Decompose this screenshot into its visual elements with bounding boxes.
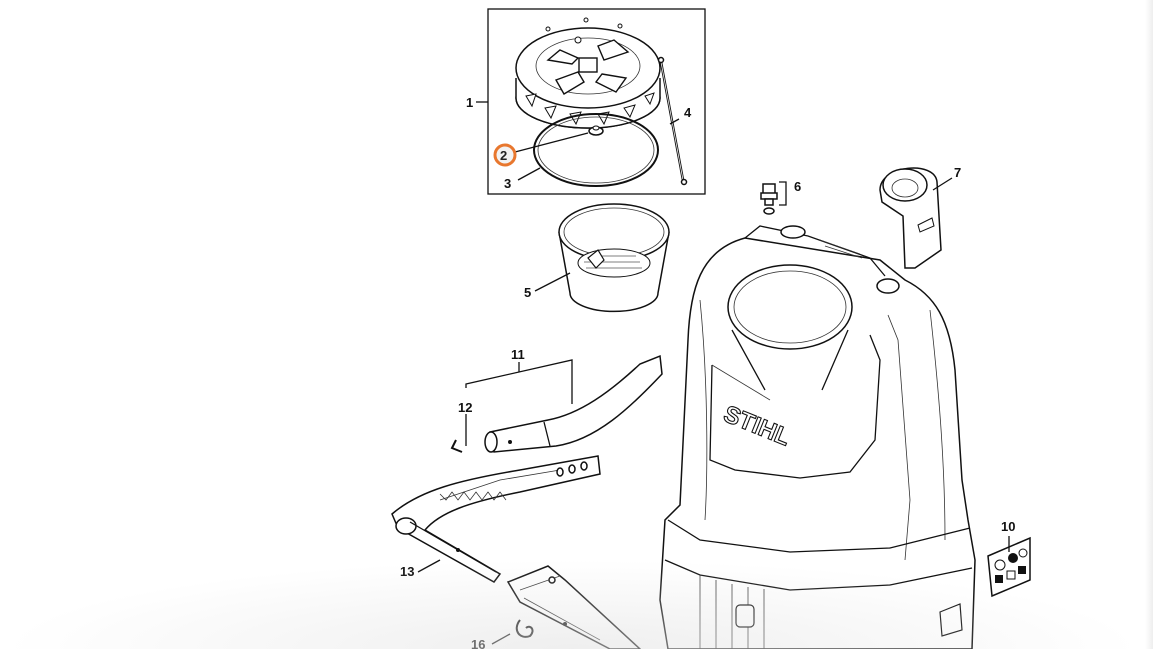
callout-10[interactable]: 10 — [1001, 519, 1015, 534]
callout-5[interactable]: 5 — [524, 285, 531, 300]
part-12-pin[interactable] — [450, 414, 467, 453]
part-10-label[interactable] — [987, 536, 1031, 598]
callout-6[interactable]: 6 — [794, 179, 801, 194]
part-13-strap[interactable] — [391, 455, 601, 583]
callout-11[interactable]: 11 — [511, 347, 525, 362]
callout-2[interactable]: 2 — [500, 148, 507, 163]
callout-4[interactable]: 4 — [684, 105, 692, 120]
part-6-fitting[interactable] — [760, 181, 787, 215]
lid-assembly-inset — [476, 8, 706, 195]
part-3-seal-ring[interactable] — [533, 113, 659, 187]
callout-1[interactable]: 1 — [466, 95, 473, 110]
part-16-handle-clip[interactable] — [491, 565, 642, 649]
part-4-rod[interactable] — [657, 56, 688, 186]
callout-16[interactable]: 16 — [471, 637, 485, 649]
callout-12[interactable]: 12 — [458, 400, 472, 415]
part-11-tube[interactable] — [465, 354, 663, 453]
callout-3[interactable]: 3 — [504, 176, 511, 191]
callout-7[interactable]: 7 — [954, 165, 961, 180]
part-1-lid[interactable] — [515, 17, 661, 129]
tank-body[interactable]: STIHL — [659, 225, 976, 649]
callout-2-highlight[interactable]: 2 — [493, 143, 517, 167]
part-2-valve[interactable] — [588, 125, 604, 136]
scrollbar-track — [1145, 0, 1153, 649]
part-5-strainer[interactable] — [534, 203, 670, 313]
part-7-holder[interactable] — [879, 167, 953, 269]
callout-13[interactable]: 13 — [400, 564, 414, 579]
